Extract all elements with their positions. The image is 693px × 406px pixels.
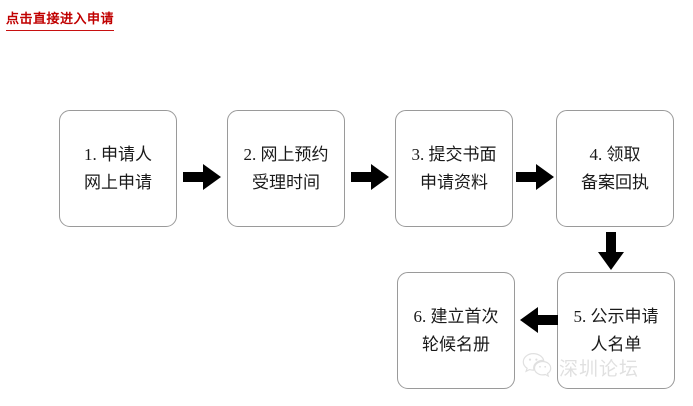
- flow-step-1-line1: 1. 申请人: [84, 144, 152, 164]
- flow-step-6-line2: 轮候名册: [422, 334, 490, 354]
- flow-step-3-line2: 申请资料: [420, 172, 488, 192]
- flow-step-4: 4. 领取 备案回执: [556, 110, 674, 227]
- flow-step-3: 3. 提交书面 申请资料: [395, 110, 513, 227]
- flow-step-2: 2. 网上预约 受理时间: [227, 110, 345, 227]
- flow-step-6: 6. 建立首次 轮候名册: [397, 272, 515, 389]
- flow-step-2-line2: 受理时间: [252, 172, 320, 192]
- flow-step-1: 1. 申请人 网上申请: [59, 110, 177, 227]
- flow-step-6-line1: 6. 建立首次: [413, 306, 499, 326]
- flow-step-5-line2: 人名单: [590, 334, 642, 354]
- flow-step-4-line2: 备案回执: [581, 172, 649, 192]
- wechat-icon: [522, 352, 552, 383]
- arrow-left-icon-step5-to-step6: [518, 305, 558, 335]
- flow-step-2-line1: 2. 网上预约: [243, 144, 329, 164]
- flow-step-1-line2: 网上申请: [84, 172, 152, 192]
- flow-step-3-line1: 3. 提交书面: [411, 144, 497, 164]
- enter-application-link[interactable]: 点击直接进入申请: [6, 12, 115, 31]
- arrow-right-icon-step3-to-step4: [516, 162, 556, 192]
- arrow-right-icon-step2-to-step3: [351, 162, 391, 192]
- flow-step-5-line1: 5. 公示申请: [573, 306, 659, 326]
- arrow-down-icon-step4-to-step5: [596, 232, 626, 272]
- flow-step-4-line1: 4. 领取: [589, 144, 641, 164]
- arrow-right-icon-step1-to-step2: [183, 162, 223, 192]
- flow-step-5: 5. 公示申请 人名单: [557, 272, 675, 389]
